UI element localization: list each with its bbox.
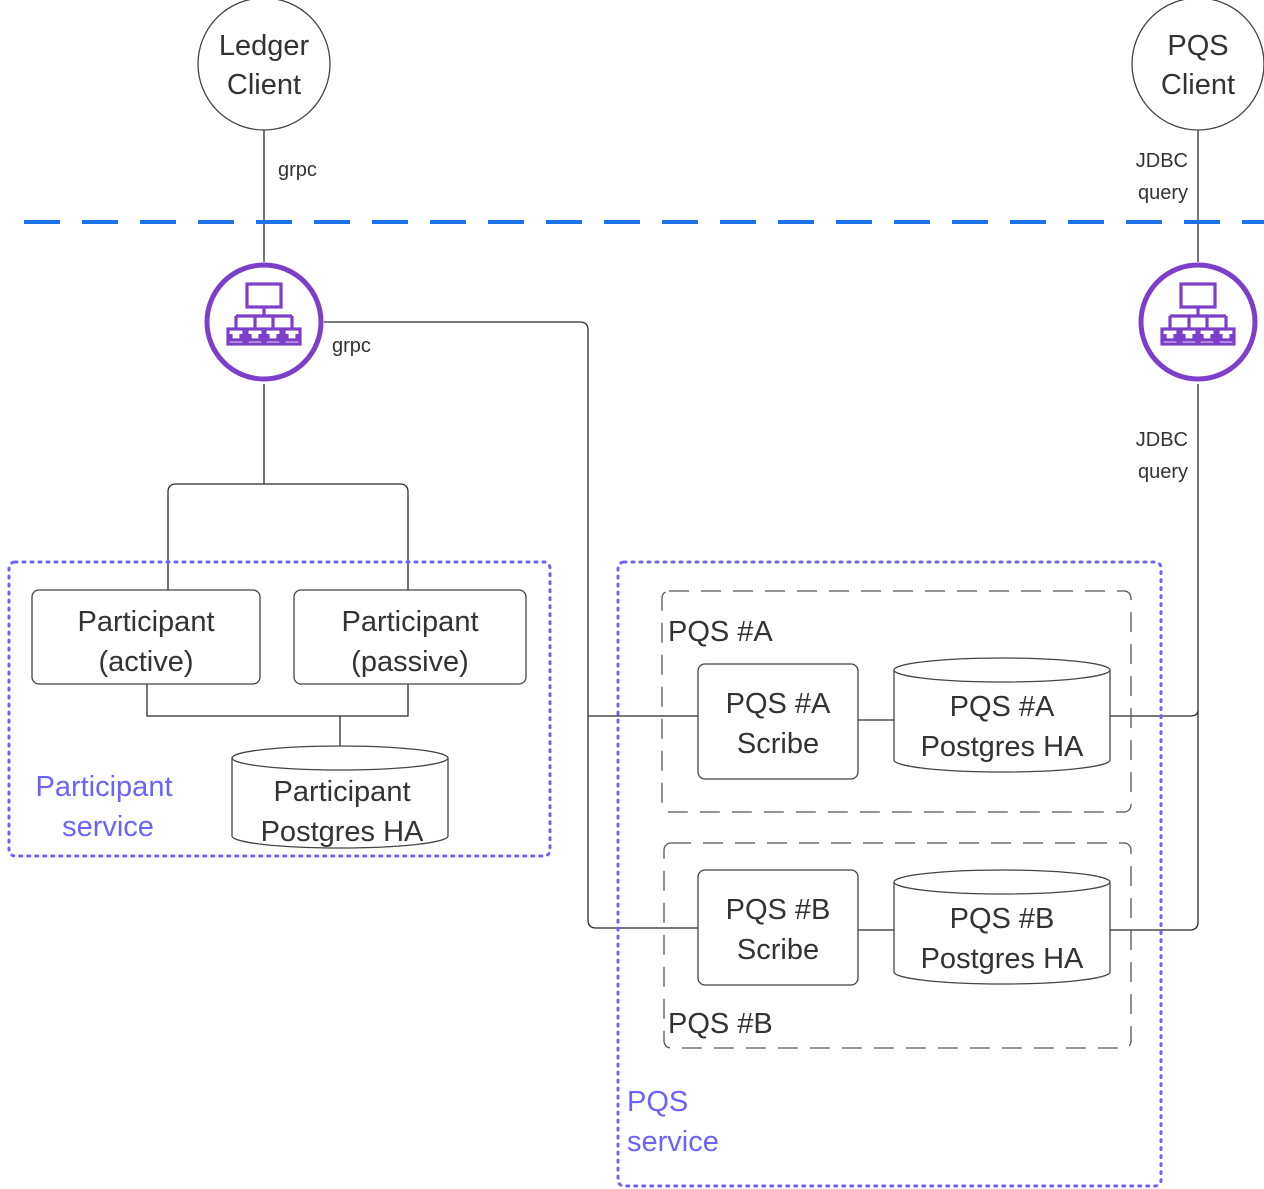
pqs-b-db-label-2: Postgres HA: [921, 943, 1084, 975]
participant-passive-box[interactable]: [293, 589, 527, 685]
load-balancer-ring: [1138, 262, 1258, 382]
pqs-b-scribe[interactable]: PQS #B Scribe: [697, 869, 859, 986]
participant-db[interactable]: Participant Postgres HA: [231, 745, 449, 849]
pqs-a-db[interactable]: PQS #A Postgres HA: [893, 657, 1111, 773]
pqs-a-db-top: [893, 657, 1111, 683]
pqs-group-b-box: [663, 842, 1132, 1049]
participant-db-label-1: Participant: [273, 776, 410, 808]
jdbc-bottom-label-1: JDBC: [1136, 429, 1188, 451]
pqs-b-db-label-1: PQS #B: [950, 903, 1055, 935]
ledger-grpc-label: grpc: [278, 159, 317, 181]
lb-to-scribes-line: [324, 321, 698, 929]
participant-service-label-2: service: [62, 811, 154, 843]
jdbc-top-label-1: JDBC: [1136, 150, 1188, 172]
pqs-client-label-1: PQS: [1167, 30, 1228, 62]
pqs-a-scribe-label-1: PQS #A: [726, 688, 831, 720]
participant-active-box[interactable]: [31, 589, 261, 685]
ledger-client-circle[interactable]: [197, 0, 331, 131]
participant-active[interactable]: Participant (active): [31, 589, 261, 685]
pqs-group-b-title: PQS #B: [668, 1008, 773, 1040]
pqs-b-db-body[interactable]: [893, 882, 1111, 985]
pqs-group-a-box: [661, 590, 1132, 813]
pqs-b-scribe-box[interactable]: [697, 869, 859, 986]
lb-grpc-label: grpc: [332, 335, 371, 357]
load-balancer-left[interactable]: [204, 262, 324, 382]
pqs-service-box: [616, 560, 1163, 1188]
pqs-b-scribe-label-2: Scribe: [737, 934, 819, 966]
connectors: [146, 130, 1199, 931]
lb-to-participants-line: [167, 384, 409, 590]
participant-service: Participant service Participant (active)…: [7, 560, 552, 858]
participant-service-box: [7, 560, 552, 858]
jdbc-top-label-bg: [1114, 144, 1192, 210]
pqs-a-scribe-label-2: Scribe: [737, 728, 819, 760]
participant-passive[interactable]: Participant (passive): [293, 589, 527, 685]
jdbc-bottom-label-2: query: [1138, 461, 1188, 483]
pqs-a-db-label-1: PQS #A: [950, 691, 1055, 723]
pqs-a-db-label-2: Postgres HA: [921, 731, 1084, 763]
pqs-service-label-2: service: [627, 1126, 719, 1158]
pqs-a-db-body[interactable]: [893, 670, 1111, 773]
participant-db-label-2: Postgres HA: [261, 816, 424, 848]
load-balancer-right[interactable]: [1138, 262, 1258, 382]
participant-active-label-1: Participant: [77, 606, 214, 638]
load-balancer-ring: [204, 262, 324, 382]
ledger-client[interactable]: Ledger Client: [197, 0, 331, 131]
pqs-service: PQS service PQS #A PQS #A Scribe PQS #A …: [616, 560, 1163, 1188]
lb-to-pqs-dbs-line: [1110, 384, 1199, 931]
participant-passive-label-2: (passive): [351, 646, 469, 678]
pqs-group-a-title: PQS #A: [668, 616, 773, 648]
pqs-client-label-2: Client: [1161, 69, 1235, 101]
pqs-a-scribe[interactable]: PQS #A Scribe: [697, 663, 859, 780]
pqs-service-label-1: PQS: [627, 1086, 688, 1118]
participants-to-db-line: [146, 684, 409, 746]
participant-active-label-2: (active): [98, 646, 193, 678]
pqs-b-db-top: [893, 869, 1111, 895]
ledger-client-label-2: Client: [227, 69, 301, 101]
pqs-client-circle[interactable]: [1131, 0, 1264, 131]
load-balancer-icon: [1160, 282, 1236, 346]
ledger-client-label-1: Ledger: [219, 30, 310, 62]
load-balancer-icon: [226, 282, 302, 346]
pqs-client[interactable]: PQS Client: [1131, 0, 1264, 131]
participant-passive-label-1: Participant: [341, 606, 478, 638]
jdbc-top-label-2: query: [1138, 182, 1188, 204]
participant-db-body[interactable]: [231, 758, 449, 849]
participant-service-label-1: Participant: [35, 771, 172, 803]
participant-db-top: [231, 745, 449, 771]
pqs-b-db[interactable]: PQS #B Postgres HA: [893, 869, 1111, 985]
pqs-a-scribe-box[interactable]: [697, 663, 859, 780]
pqs-b-scribe-label-1: PQS #B: [726, 894, 831, 926]
